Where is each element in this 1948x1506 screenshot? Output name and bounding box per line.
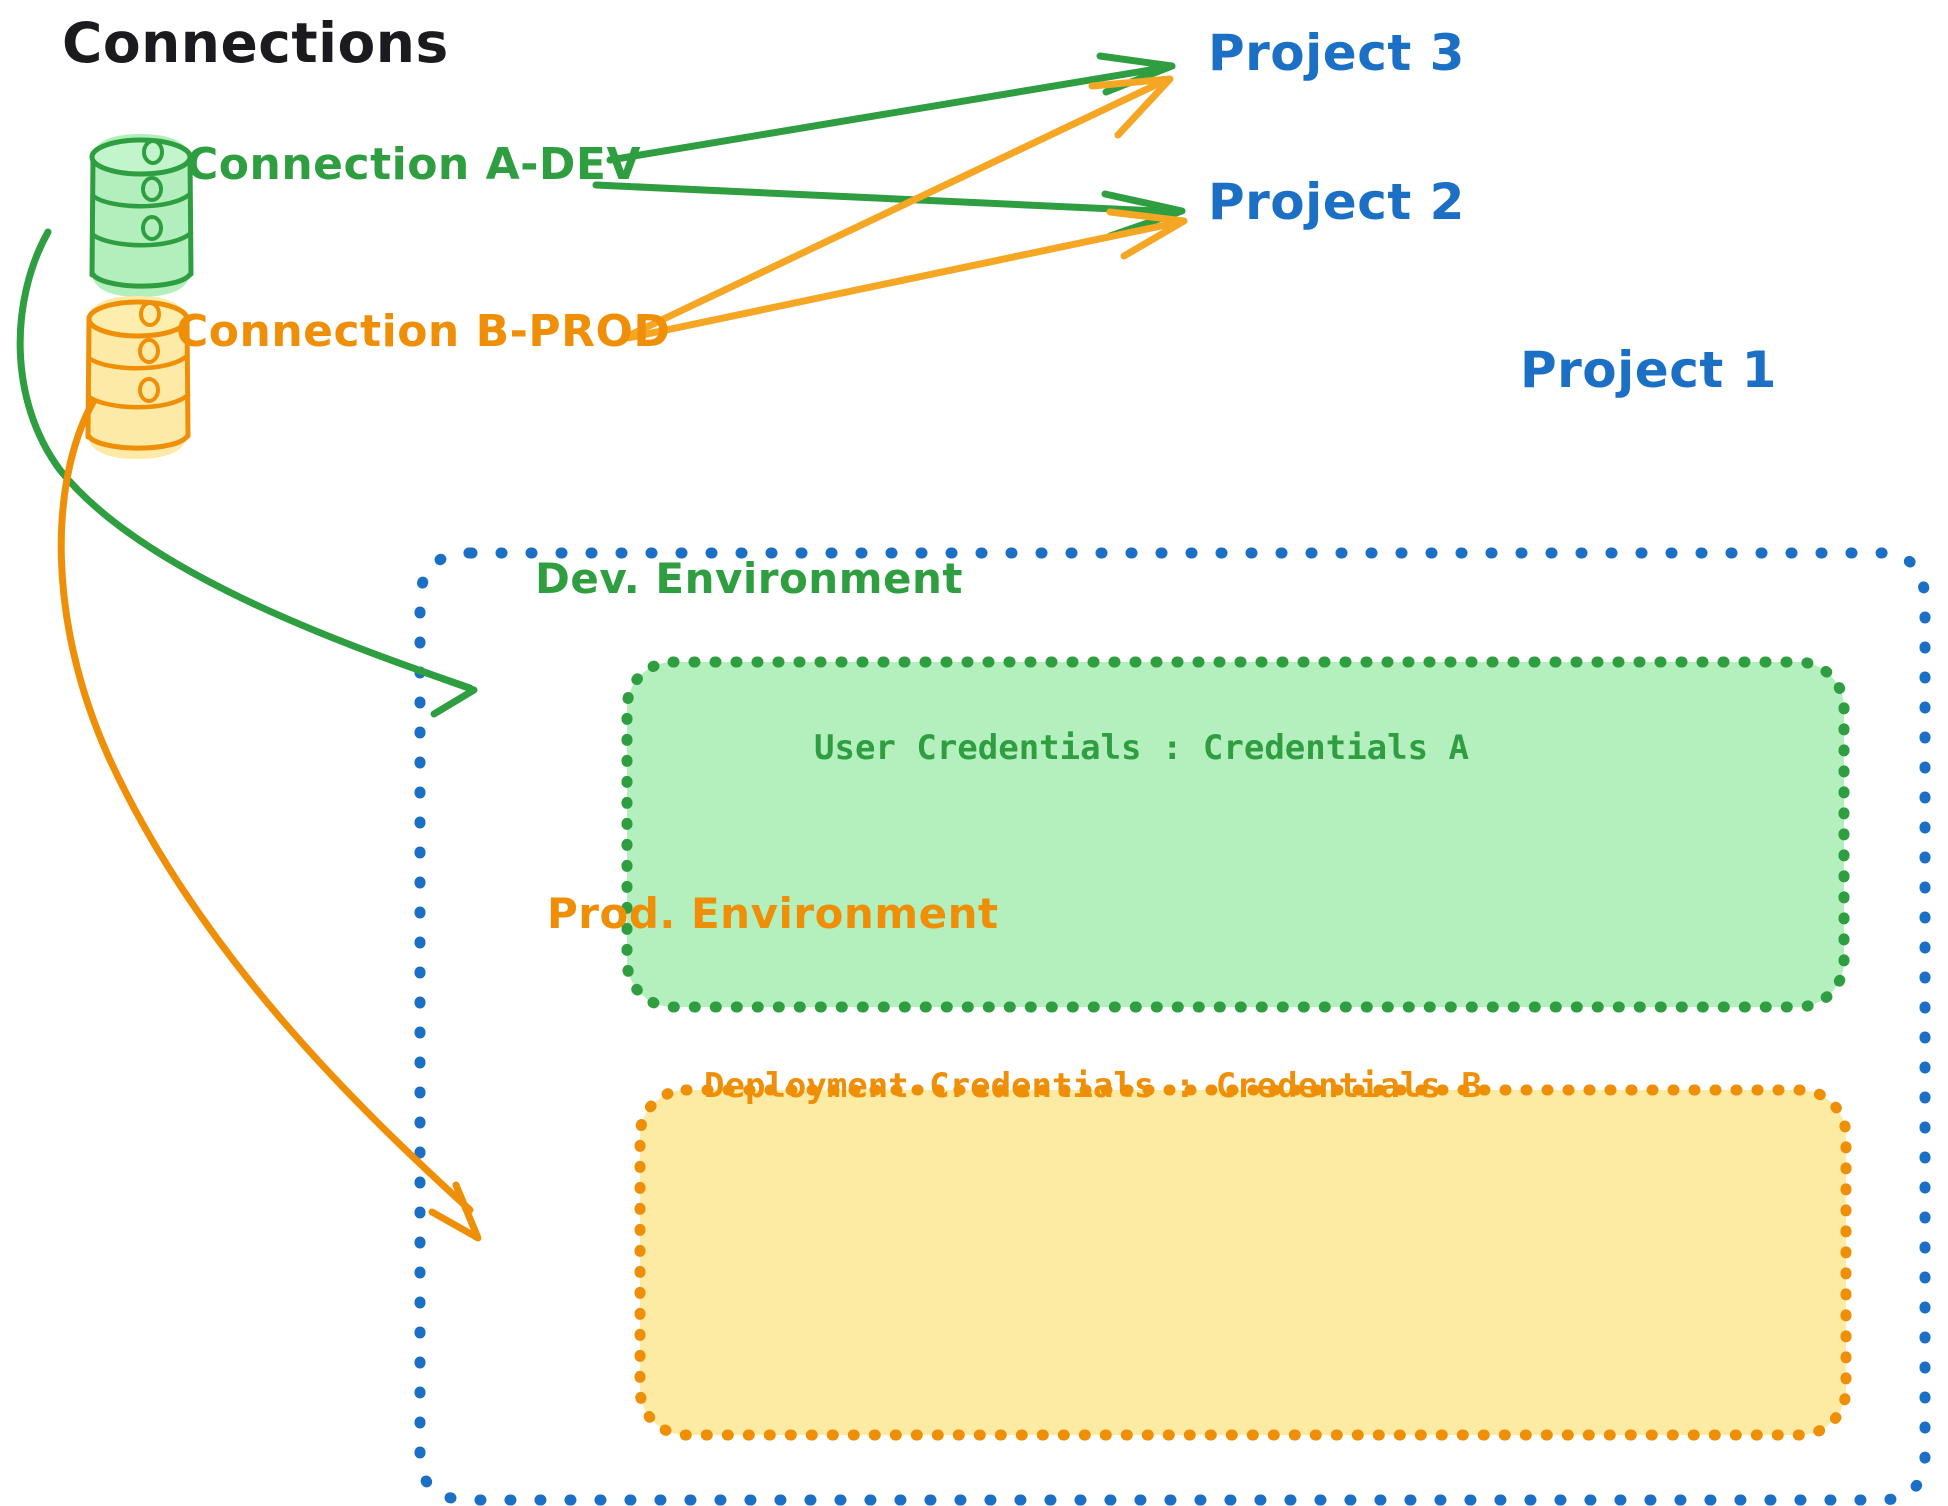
project-3-label[interactable]: Project 3 [1208,24,1465,82]
connection-a-dev-label[interactable]: Connection A-DEV [186,139,642,190]
project-1-container [414,547,1931,1506]
dev-environment-box [621,656,1850,1013]
edge-b-prod-to-project-2 [624,208,1188,342]
page-title: Connections [62,11,449,75]
edge-a-dev-to-project-3 [606,52,1176,164]
connection-b-prod-label[interactable]: Connection B-PROD [176,306,671,357]
edge-a-dev-to-dev-environment [16,228,478,718]
database-cylinder-icon-green [89,134,194,297]
project-2-label[interactable]: Project 2 [1208,173,1465,231]
dev-environment-credentials: User Credentials : Credentials A [814,728,1470,768]
edge-b-prod-to-prod-environment [57,398,482,1242]
edge-a-dev-to-project-2 [592,181,1186,240]
dev-environment-title: Dev. Environment [535,554,963,603]
prod-environment-credentials: Deployment Credentials : Credentials B [704,1066,1482,1106]
database-cylinder-icon-orange [85,296,191,459]
prod-environment-title: Prod. Environment [547,889,999,938]
project-1-label[interactable]: Project 1 [1520,341,1777,399]
prod-environment-box [634,1084,1852,1441]
edge-b-prod-to-project-3 [624,75,1174,340]
